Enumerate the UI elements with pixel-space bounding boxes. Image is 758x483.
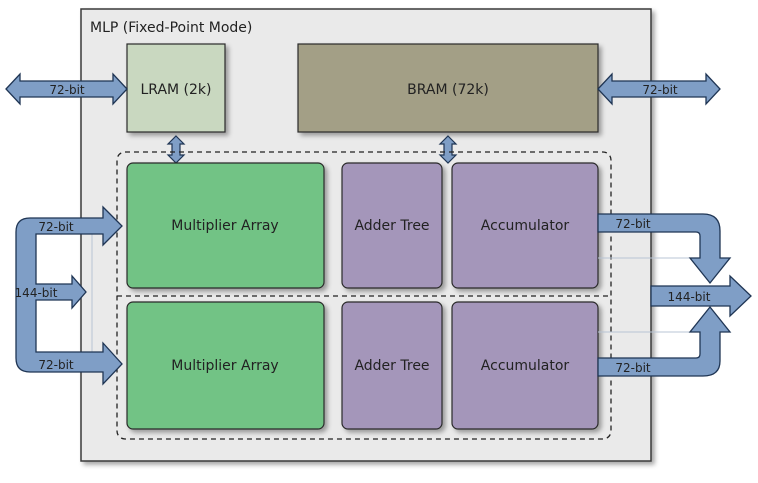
lram-io-label: 72-bit	[49, 83, 85, 97]
lram-block	[126, 43, 226, 133]
multiplier-array-bottom-label: Multiplier Array	[171, 358, 278, 374]
multiplier-array-top-label: Multiplier Array	[171, 218, 278, 234]
adder-tree-top	[341, 162, 443, 289]
output-top-arrow	[597, 213, 732, 285]
input-total-label: 144-bit	[15, 286, 58, 300]
lram-label: LRAM (2k)	[140, 82, 211, 98]
accumulator-top-label: Accumulator	[481, 218, 570, 234]
bram-block	[297, 43, 599, 133]
output-total-arrow	[650, 274, 752, 318]
bram-io-arrow	[597, 72, 721, 106]
output-total-label: 144-bit	[668, 290, 711, 304]
multiplier-array-top	[126, 162, 325, 289]
input-top-label: 72-bit	[38, 220, 74, 234]
output-bottom-label: 72-bit	[615, 361, 651, 375]
output-bottom-arrow	[597, 305, 732, 377]
output-top-label: 72-bit	[615, 217, 651, 231]
adder-tree-top-label: Adder Tree	[354, 218, 429, 234]
lram-io-arrow	[5, 72, 128, 106]
input-bottom-label: 72-bit	[38, 358, 74, 372]
adder-tree-bottom	[341, 301, 443, 430]
bram-compute-connector	[438, 135, 458, 164]
multiplier-array-bottom	[126, 301, 325, 430]
accumulator-bottom-label: Accumulator	[481, 358, 570, 374]
input-bus-arrow	[15, 205, 123, 386]
mlp-title: MLP (Fixed-Point Mode)	[90, 20, 252, 36]
adder-tree-bottom-label: Adder Tree	[354, 358, 429, 374]
bram-label: BRAM (72k)	[407, 82, 489, 98]
bram-io-label: 72-bit	[642, 83, 678, 97]
